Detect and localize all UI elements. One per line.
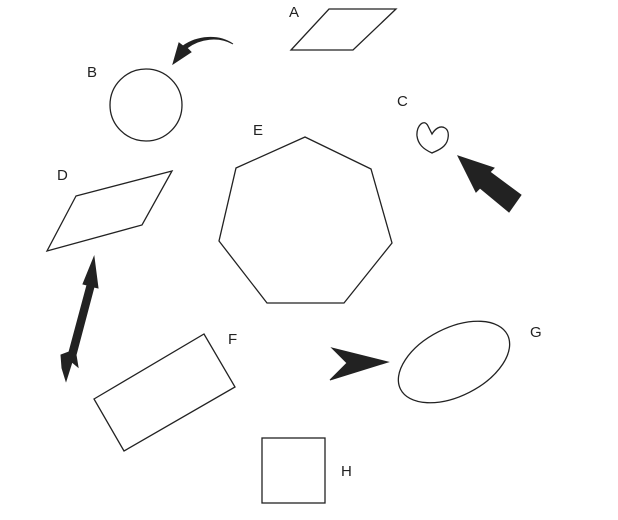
arrow-to-d-icon <box>60 255 99 383</box>
shape-f-rectangle <box>93 333 236 452</box>
shape-d-parallelogram <box>45 169 174 253</box>
shape-h-square <box>261 437 326 504</box>
shape-b-circle <box>109 68 183 142</box>
label-d: D <box>57 167 68 184</box>
label-f: F <box>228 331 237 348</box>
shape-c-heart <box>416 122 449 154</box>
label-h: H <box>341 463 352 480</box>
shape-e-heptagon <box>218 136 393 304</box>
arrow-to-c-icon <box>457 155 522 213</box>
label-b: B <box>87 64 97 81</box>
curved-arrow-icon <box>172 37 234 66</box>
shape-a-parallelogram <box>289 8 398 51</box>
label-g: G <box>530 324 542 341</box>
label-c: C <box>397 93 408 110</box>
label-e: E <box>253 122 263 139</box>
shape-g-ellipse <box>397 320 511 404</box>
arrow-to-g-icon <box>329 347 390 381</box>
label-a: A <box>289 4 299 21</box>
